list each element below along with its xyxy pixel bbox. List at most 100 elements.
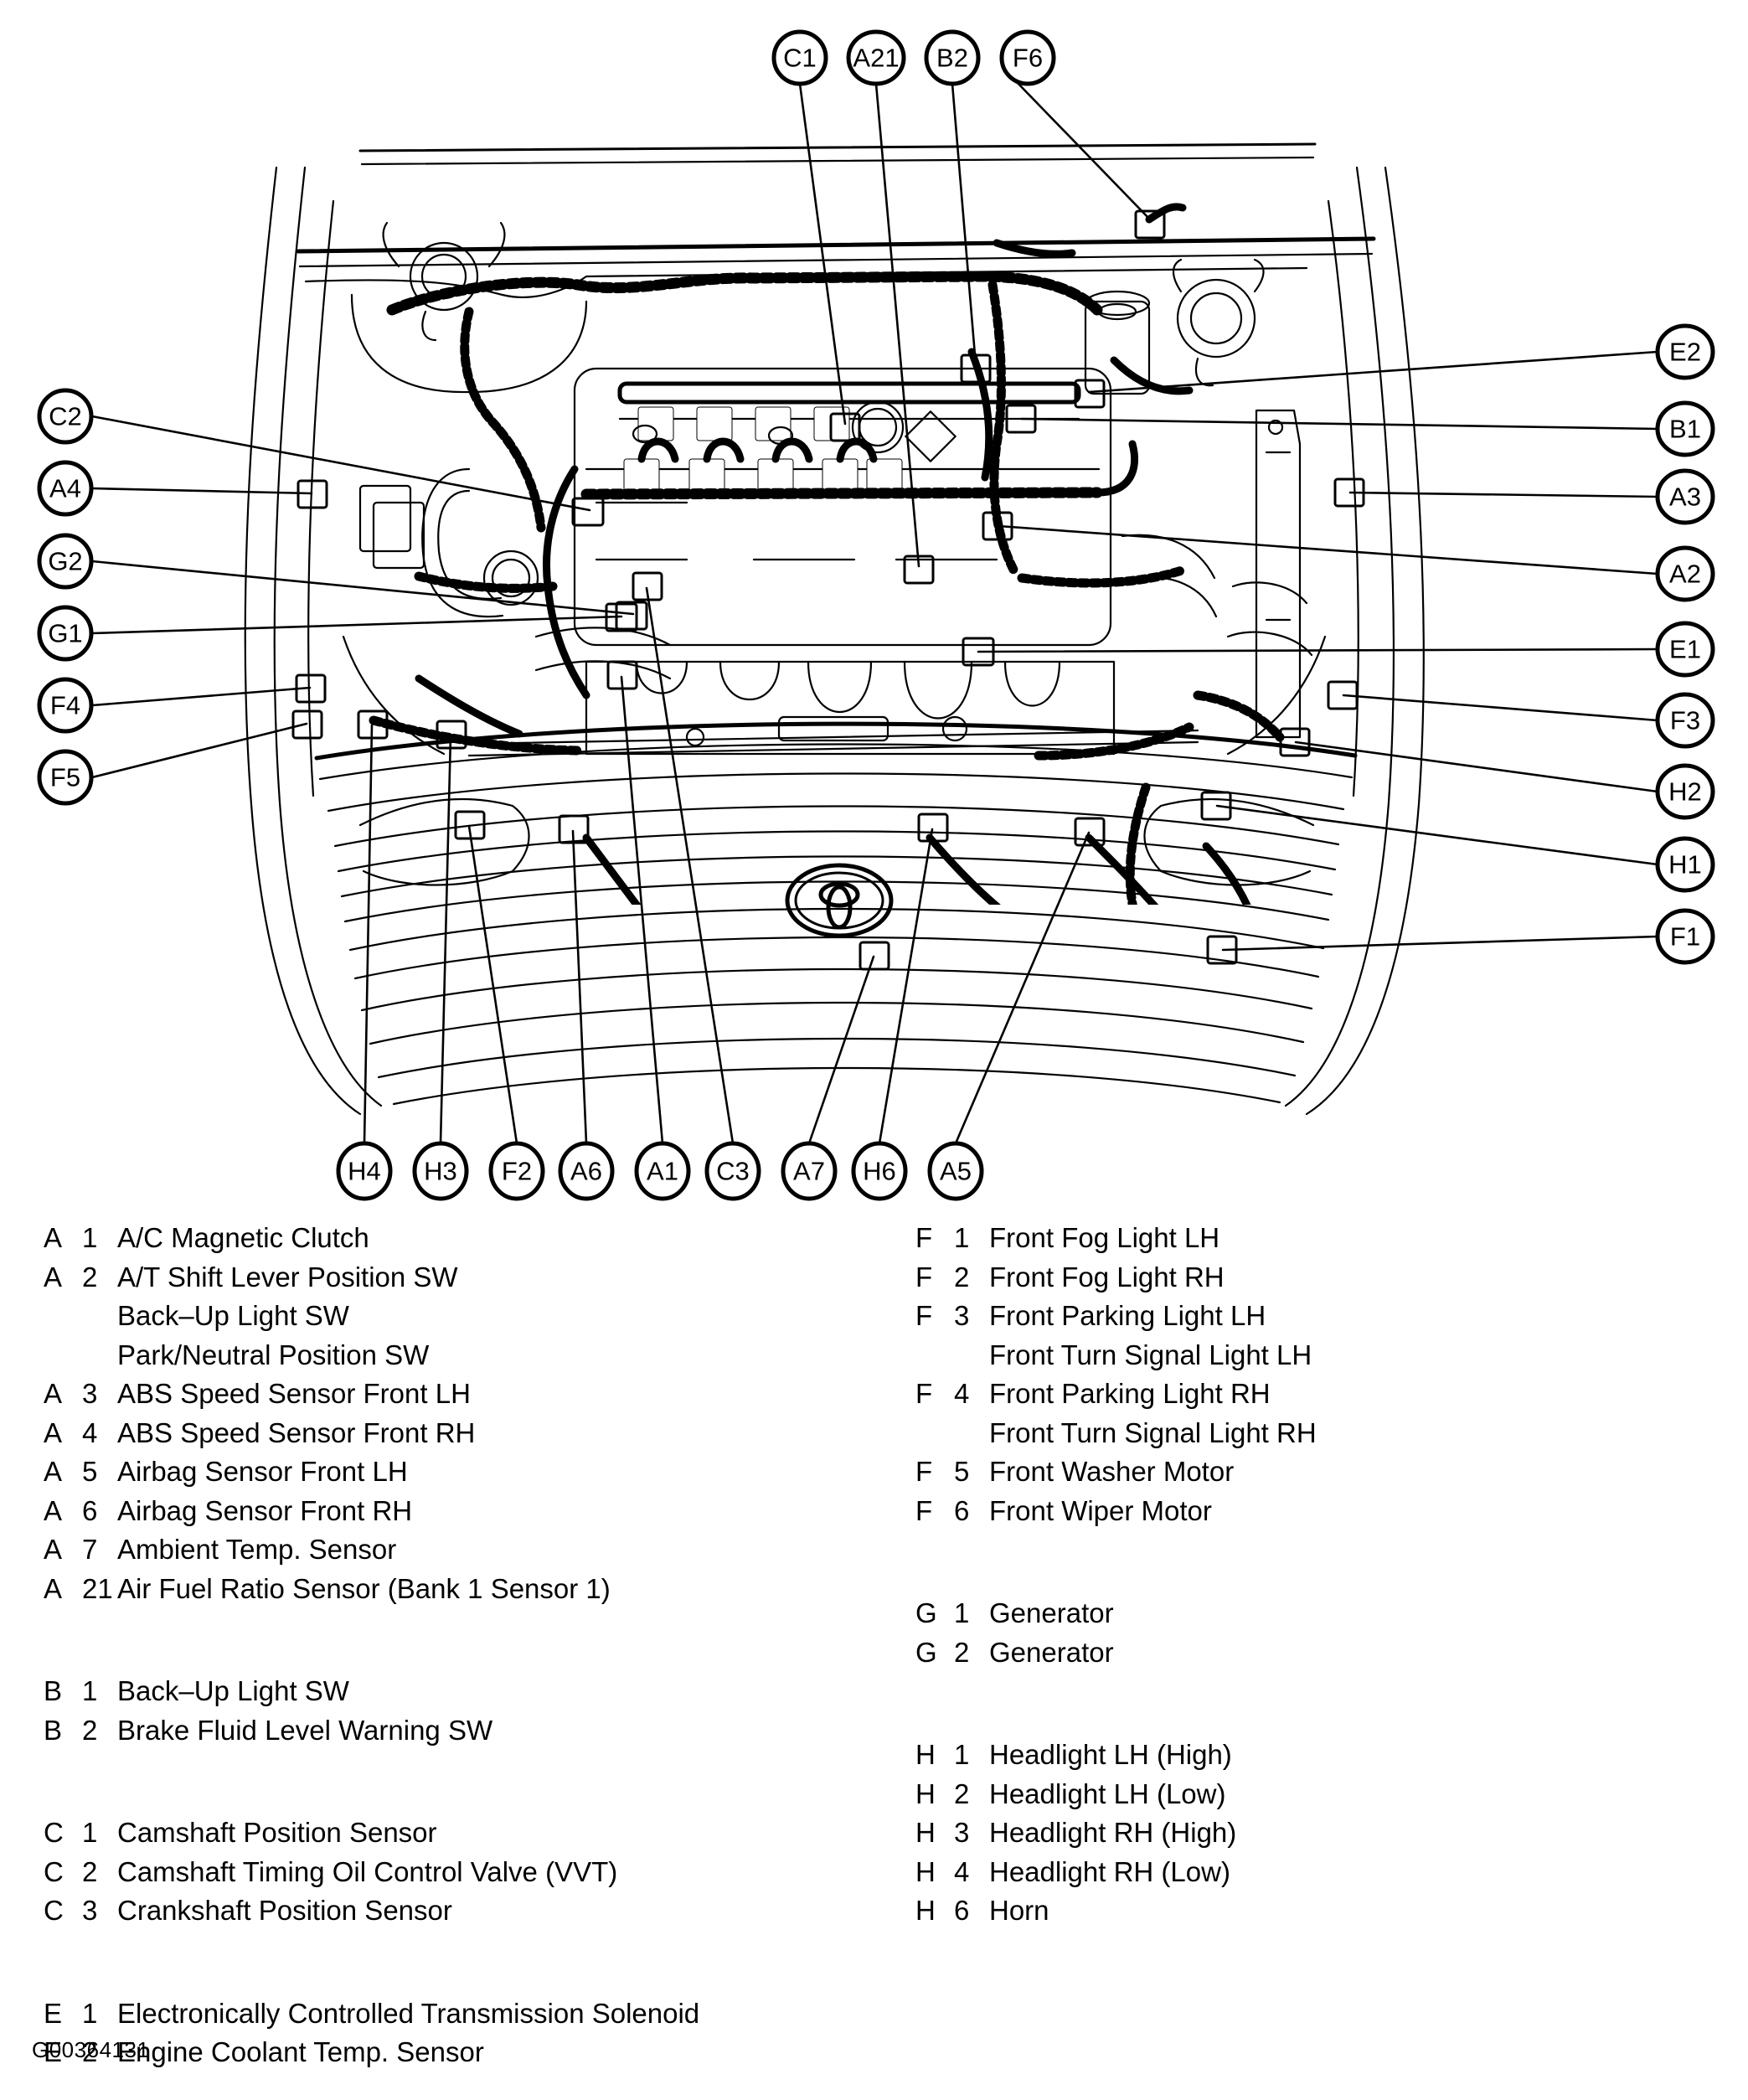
callout-G2[interactable]: G2	[37, 533, 94, 590]
callout-label: H4	[348, 1157, 381, 1186]
legend-item-number: 6	[954, 1494, 970, 1526]
legend-spacer	[915, 1530, 1736, 1594]
legend-item-number: 1	[954, 1739, 970, 1770]
legend-item-number: 21	[82, 1572, 113, 1604]
legend-group-letter: F	[915, 1378, 933, 1409]
callout-C1[interactable]: C1	[771, 29, 828, 86]
legend-group-letter: H	[915, 1895, 936, 1926]
legend-item-number: 1	[82, 1817, 98, 1848]
legend-group-letter: A	[44, 1572, 63, 1604]
callout-H3[interactable]: H3	[412, 1141, 469, 1201]
callout-label: A2	[1669, 560, 1701, 589]
callout-A7[interactable]: A7	[781, 1141, 838, 1201]
callout-label: A3	[1669, 482, 1701, 512]
callout-E2[interactable]: E2	[1655, 323, 1715, 380]
callout-B2[interactable]: B2	[924, 29, 981, 86]
callout-label: B1	[1669, 415, 1701, 444]
callout-leader-lines	[90, 79, 1659, 1145]
legend-group-letter: C	[44, 1817, 64, 1848]
callout-label: F2	[502, 1157, 532, 1186]
legend-item-description: Ambient Temp. Sensor	[117, 1534, 397, 1565]
callout-label: E1	[1669, 635, 1701, 664]
legend-item-number: 3	[82, 1895, 98, 1926]
callout-A5[interactable]: A5	[927, 1141, 984, 1201]
legend-item-description: Front Fog Light RH	[989, 1261, 1225, 1293]
callout-label: H3	[424, 1157, 457, 1186]
callout-label: G2	[48, 547, 82, 576]
callout-F6[interactable]: F6	[999, 29, 1056, 86]
callout-B1[interactable]: B1	[1655, 400, 1715, 457]
legend-item-description: Airbag Sensor Front LH	[117, 1456, 408, 1487]
callout-C2[interactable]: C2	[37, 388, 94, 445]
callout-bubbles: C1 A21 B2 F6 C2 A4 G2 G1 F4 F5 E2 B1 A3 …	[37, 29, 1715, 1201]
legend-group-letter: A	[44, 1261, 63, 1293]
callout-H2[interactable]: H2	[1655, 763, 1715, 820]
legend-item-number: 2	[82, 2036, 98, 2067]
callout-F2[interactable]: F2	[488, 1141, 545, 1201]
legend-item-number: 3	[954, 1300, 970, 1331]
legend-item-description: Camshaft Timing Oil Control Valve (VVT)	[117, 1855, 618, 1887]
callout-label: B2	[936, 44, 968, 73]
legend-item-description: Front Wiper Motor	[989, 1494, 1212, 1526]
legend-item-number: 2	[82, 1714, 98, 1746]
vehicle-body-outline	[244, 142, 1425, 1116]
legend-group-letter: F	[915, 1261, 933, 1293]
callout-F3[interactable]: F3	[1655, 692, 1715, 749]
callout-A3[interactable]: A3	[1655, 468, 1715, 525]
legend-group-letter: H	[915, 1817, 936, 1848]
callout-H4[interactable]: H4	[336, 1141, 393, 1201]
callout-A1[interactable]: A1	[634, 1141, 691, 1201]
legend-item-number: 5	[954, 1456, 970, 1487]
callout-label: G1	[48, 619, 82, 648]
callout-label: C1	[783, 44, 817, 73]
callout-C3[interactable]: C3	[704, 1141, 761, 1201]
legend-group-letter: H	[915, 1778, 936, 1809]
callout-G1[interactable]: G1	[37, 605, 94, 662]
legend-item-number: 1	[82, 1675, 98, 1706]
legend-group-letter: A	[44, 1378, 63, 1409]
callout-A21[interactable]: A21	[846, 29, 906, 86]
callout-E1[interactable]: E1	[1655, 621, 1715, 678]
legend-item-description: Headlight LH (High)	[989, 1739, 1232, 1770]
legend-item-number: 2	[954, 1778, 970, 1809]
callout-A4[interactable]: A4	[37, 460, 94, 517]
callout-label: C2	[49, 402, 82, 431]
callout-A2[interactable]: A2	[1655, 545, 1715, 602]
legend-group-letter: B	[44, 1675, 63, 1706]
legend-item-description: Horn	[989, 1895, 1049, 1926]
legend-item-description: A/T Shift Lever Position SW	[117, 1261, 458, 1293]
legend-item-description: ABS Speed Sensor Front RH	[117, 1416, 476, 1448]
callout-A6[interactable]: A6	[558, 1141, 615, 1201]
callout-H1[interactable]: H1	[1655, 836, 1715, 893]
legend-item-description: Headlight RH (Low)	[989, 1855, 1230, 1887]
callout-F4[interactable]: F4	[37, 677, 94, 734]
legend-item-number: 6	[954, 1895, 970, 1926]
callout-F1[interactable]: F1	[1655, 908, 1715, 965]
legend-item-description: Headlight LH (Low)	[989, 1778, 1226, 1809]
callout-label: A1	[647, 1157, 678, 1186]
legend-item-description: Back–Up Light SW	[117, 1300, 349, 1331]
document-id: G00364131	[32, 2037, 150, 2062]
callout-H6[interactable]: H6	[851, 1141, 908, 1201]
callout-F5[interactable]: F5	[37, 749, 94, 806]
legend-item-number: 4	[954, 1855, 970, 1887]
callout-label: H1	[1668, 850, 1702, 880]
legend-item-description: Front Parking Light RH	[989, 1378, 1271, 1409]
legend-group-letter: E	[44, 2036, 63, 2067]
legend-item-number: 3	[954, 1817, 970, 1848]
callout-label: F4	[50, 691, 80, 720]
